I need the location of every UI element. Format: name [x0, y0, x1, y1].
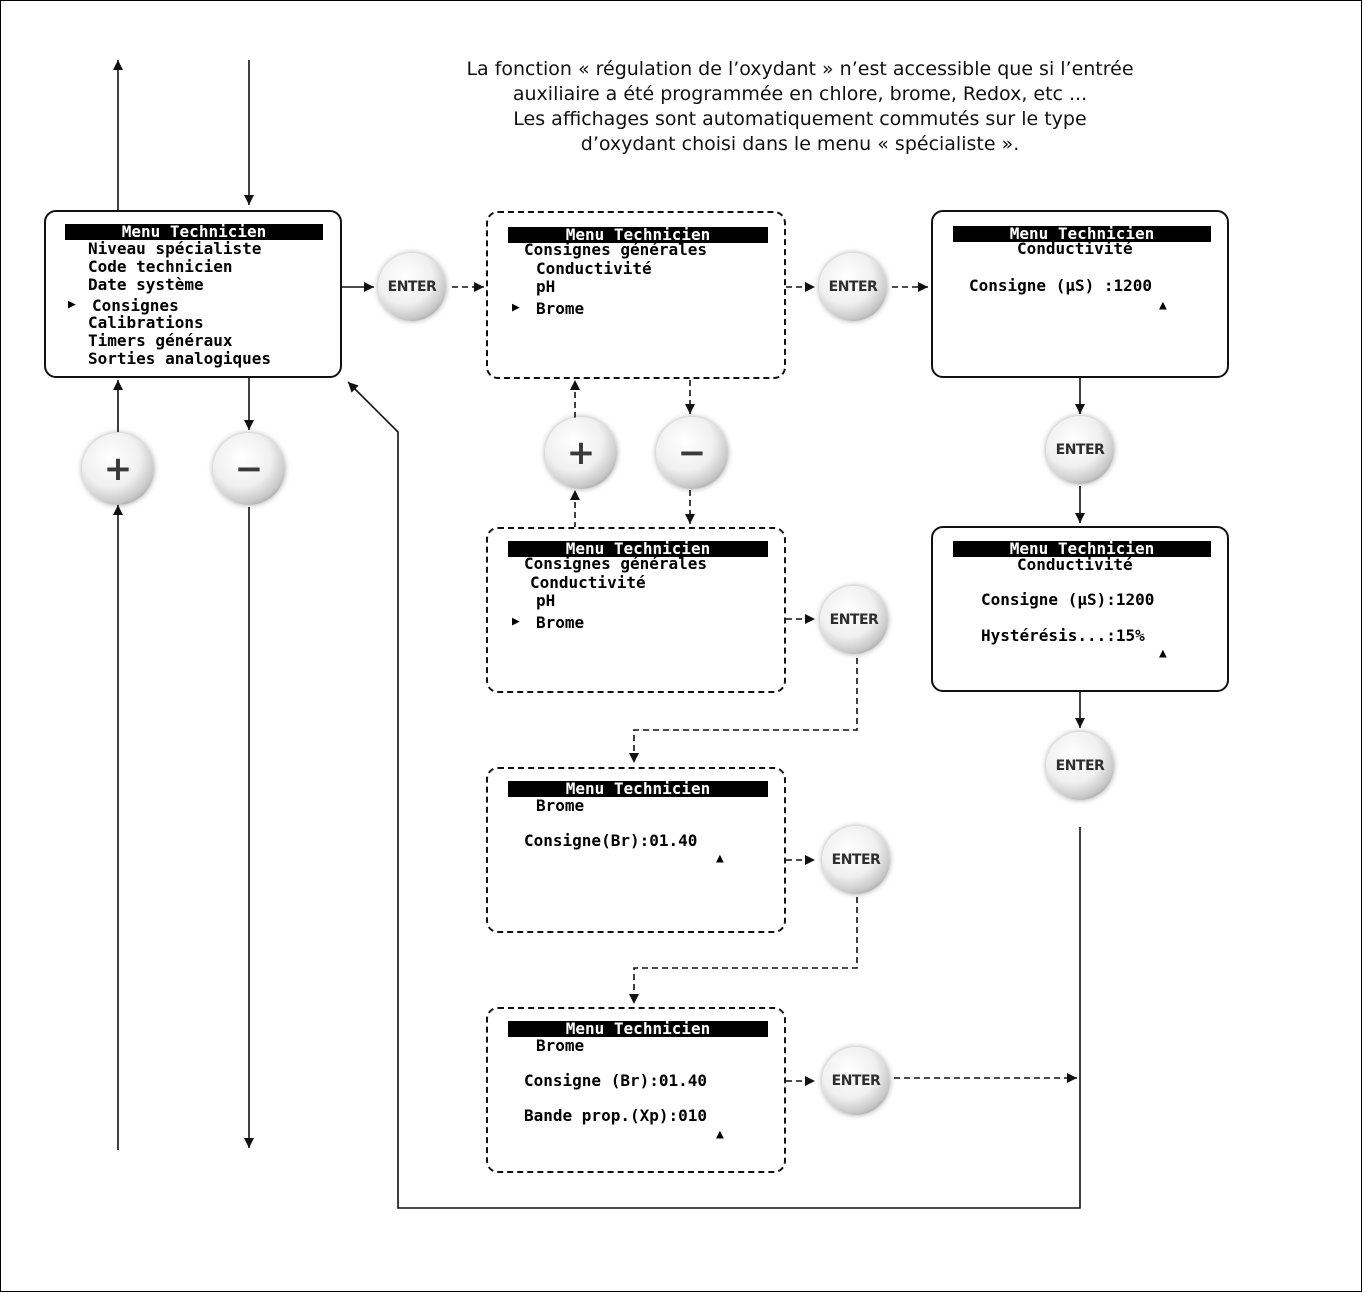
menu-item-brome[interactable]: Brome [536, 299, 585, 318]
screen-subtitle: Conductivité [1017, 239, 1133, 258]
menu-item-calibrations[interactable]: Calibrations [88, 313, 204, 332]
note-line: La fonction « régulation de l’oxydant » … [466, 58, 1134, 80]
screen-conductivite-2: Menu Technicien Conductivité Consigne (µ… [931, 526, 1229, 692]
minus-icon: − [677, 433, 707, 473]
screen-title: Menu Technicien [953, 541, 1211, 557]
consigne-value[interactable]: Consigne (µS) :1200 [969, 276, 1153, 295]
edit-caret-icon: ▲ [716, 851, 724, 866]
screen-brome-1: Menu Technicien Brome Consigne(Br):01.40… [486, 767, 786, 933]
screen-main-menu: Menu Technicien Niveau spécialiste Code … [44, 210, 342, 378]
screen-title: Menu Technicien [953, 226, 1211, 242]
screen-title: Menu Technicien [508, 227, 768, 243]
plus-icon: + [103, 449, 133, 489]
minus-button-consignes[interactable]: − [656, 417, 728, 489]
screen-title: Menu Technicien [508, 541, 768, 557]
menu-item-conductivite[interactable]: Conductivité [530, 573, 646, 592]
menu-item-sorties-analogiques[interactable]: Sorties analogiques [88, 349, 272, 368]
plus-button-consignes[interactable]: + [545, 417, 617, 489]
menu-item-code-technicien[interactable]: Code technicien [88, 257, 233, 276]
enter-label: ENTER [829, 612, 879, 628]
enter-button-main[interactable]: ENTER [378, 253, 446, 321]
enter-label: ENTER [387, 279, 437, 295]
enter-label: ENTER [828, 279, 878, 295]
screen-subtitle: Conductivité [1017, 555, 1133, 574]
cursor-icon: ▶ [68, 297, 76, 312]
arrow-enter-to-brome-1 [629, 658, 858, 763]
enter-button-brome-2[interactable]: ENTER [822, 1047, 890, 1115]
note-line: d’oxydant choisi dans le menu « spéciali… [580, 133, 1020, 155]
screen-consignes-2: Menu Technicien Consignes générales Cond… [486, 527, 786, 693]
enter-button-conductivite-1[interactable]: ENTER [1046, 416, 1114, 484]
screen-subtitle: Consignes générales [524, 240, 708, 259]
minus-icon: − [234, 449, 264, 489]
edit-caret-icon: ▲ [716, 1127, 724, 1142]
note-line: Les affichages sont automatiquement comm… [513, 108, 1087, 130]
note-line: auxiliaire a été programmée en chlore, b… [512, 83, 1088, 105]
enter-label: ENTER [1055, 758, 1105, 774]
screen-subtitle: Brome [536, 1036, 585, 1055]
screen-title: Menu Technicien [508, 781, 768, 797]
enter-button-consignes-2[interactable]: ENTER [820, 586, 888, 654]
consigne-value[interactable]: Consigne (µS):1200 [981, 590, 1155, 609]
cursor-icon: ▶ [512, 614, 520, 629]
consigne-value[interactable]: Consigne(Br):01.40 [524, 831, 698, 850]
enter-button-brome-1[interactable]: ENTER [822, 826, 890, 894]
enter-label: ENTER [831, 852, 881, 868]
screen-title: Menu Technicien [65, 224, 323, 240]
enter-label: ENTER [831, 1073, 881, 1089]
screen-brome-2: Menu Technicien Brome Consigne (Br):01.4… [486, 1007, 786, 1173]
plus-icon: + [566, 433, 596, 473]
plus-button-left[interactable]: + [82, 433, 154, 505]
consigne-value[interactable]: Consigne (Br):01.40 [524, 1071, 708, 1090]
menu-item-ph[interactable]: pH [536, 277, 556, 296]
enter-button-consignes-1[interactable]: ENTER [819, 253, 887, 321]
menu-item-niveau-specialiste[interactable]: Niveau spécialiste [88, 239, 262, 258]
edit-caret-icon: ▲ [1159, 646, 1167, 661]
cursor-icon: ▶ [512, 300, 520, 315]
enter-label: ENTER [1055, 442, 1105, 458]
bande-prop-value[interactable]: Bande prop.(Xp):010 [524, 1106, 708, 1125]
arrow-enter-to-brome-2 [629, 897, 858, 1004]
menu-item-brome[interactable]: Brome [536, 613, 585, 632]
edit-caret-icon: ▲ [1159, 298, 1167, 313]
screen-subtitle: Brome [536, 796, 585, 815]
menu-item-ph[interactable]: pH [536, 591, 556, 610]
enter-button-conductivite-2[interactable]: ENTER [1046, 732, 1114, 800]
screen-subtitle: Consignes générales [524, 554, 708, 573]
return-path [347, 381, 1081, 1209]
explanation-note: La fonction « régulation de l’oxydant » … [420, 57, 1180, 157]
minus-button-left[interactable]: − [213, 433, 285, 505]
hysteresis-value[interactable]: Hystérésis...:15% [981, 626, 1145, 645]
screen-consignes-1: Menu Technicien Consignes générales Cond… [486, 211, 786, 379]
menu-item-conductivite[interactable]: Conductivité [536, 259, 652, 278]
screen-title: Menu Technicien [508, 1021, 768, 1037]
menu-item-timers-generaux[interactable]: Timers généraux [88, 331, 233, 350]
menu-item-date-systeme[interactable]: Date système [88, 275, 204, 294]
screen-conductivite-1: Menu Technicien Conductivité Consigne (µ… [931, 210, 1229, 378]
menu-item-consignes[interactable]: Consignes [92, 296, 179, 315]
